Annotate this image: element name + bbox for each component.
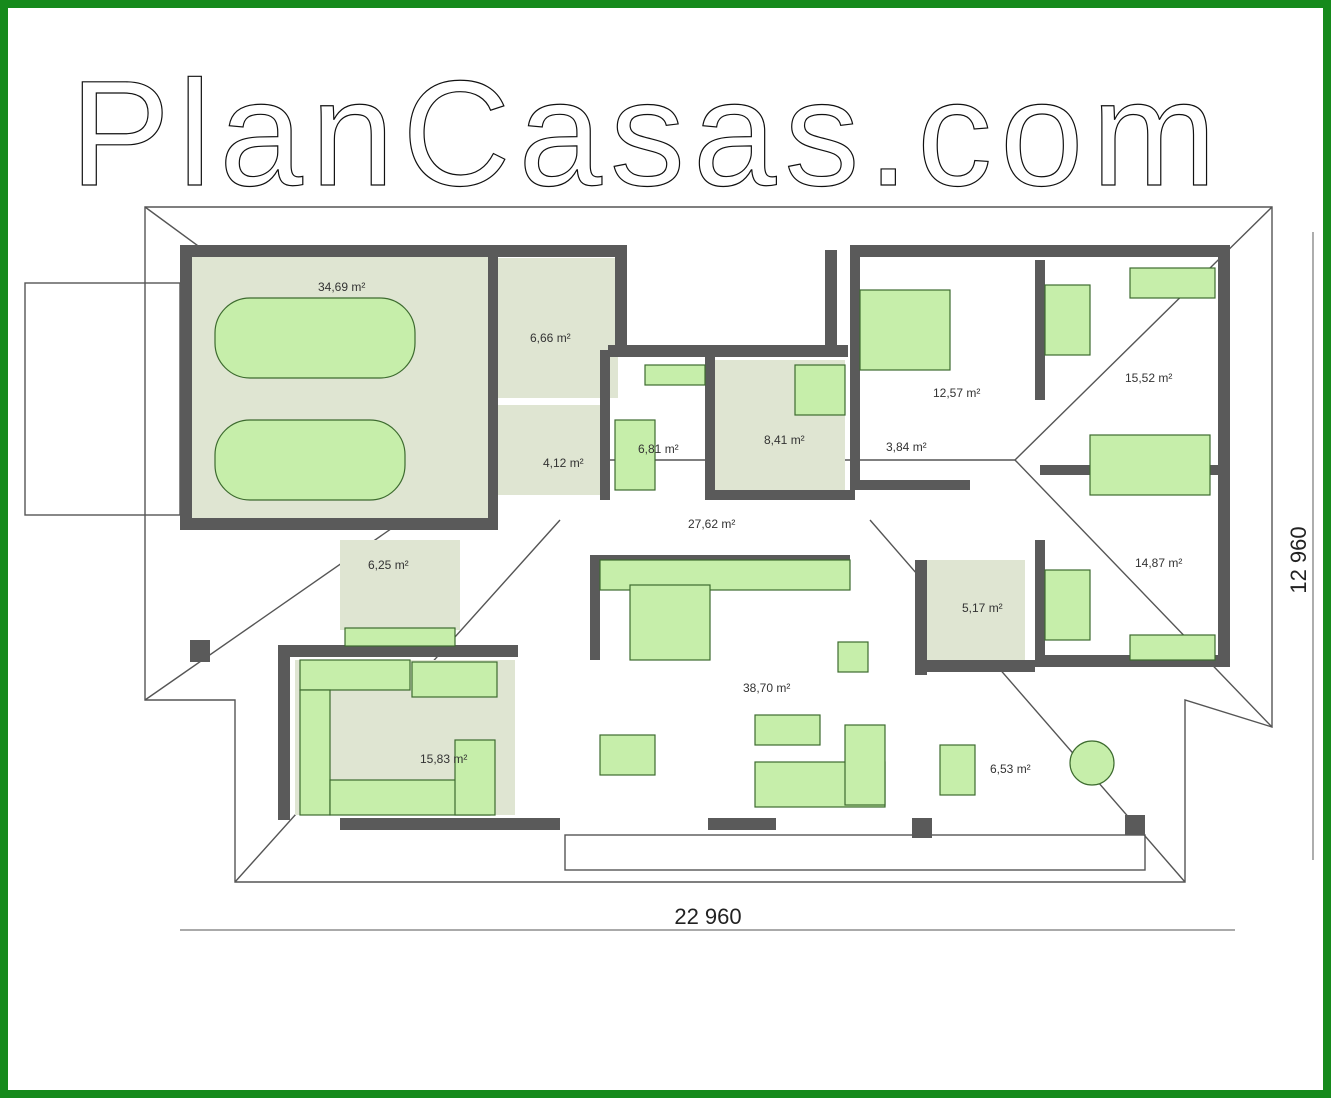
room-area-bathroom: 8,41 m² <box>764 433 805 447</box>
depth-dimension: 12 960 <box>1286 526 1311 593</box>
room-area-hall: 27,62 m² <box>688 517 735 531</box>
room-area-wc: 4,12 m² <box>543 456 584 470</box>
sofa-icon <box>754 714 821 746</box>
room-labels: 34,69 m² 6,66 m² 4,12 m² 6,81 m² 8,41 m²… <box>318 280 1182 776</box>
room-area-living: 38,70 m² <box>743 681 790 695</box>
car-icon <box>214 297 416 379</box>
room-area-kitchen: 15,83 m² <box>420 752 467 766</box>
dining-table-icon <box>599 734 656 776</box>
room-area-wardrobe: 3,84 m² <box>886 440 927 454</box>
room-area-terrace: 6,53 m² <box>990 762 1031 776</box>
round-table-icon <box>1069 740 1115 786</box>
bathtub-icon <box>794 364 846 416</box>
furniture <box>214 267 1216 816</box>
dimensions: 22 960 12 960 <box>180 232 1314 931</box>
bed-icon <box>859 289 951 371</box>
room-area-master-bedroom: 12,57 m² <box>933 386 980 400</box>
car-icon <box>214 419 406 501</box>
bed-icon <box>1044 284 1091 356</box>
room-area-bedroom-2: 14,87 m² <box>1135 556 1182 570</box>
watermark: PlanCasas.com <box>70 49 1224 217</box>
room-area-utility: 6,66 m² <box>530 331 571 345</box>
desk-icon <box>644 364 706 386</box>
room-area-garage: 34,69 m² <box>318 280 365 294</box>
room-area-entrance: 6,25 m² <box>368 558 409 572</box>
bed-icon <box>1044 569 1091 641</box>
room-area-bathroom-2: 5,17 m² <box>962 601 1003 615</box>
width-dimension: 22 960 <box>674 904 741 929</box>
room-area-bedroom-1: 15,52 m² <box>1125 371 1172 385</box>
room-area-office: 6,81 m² <box>638 442 679 456</box>
armchair-icon <box>837 641 869 673</box>
